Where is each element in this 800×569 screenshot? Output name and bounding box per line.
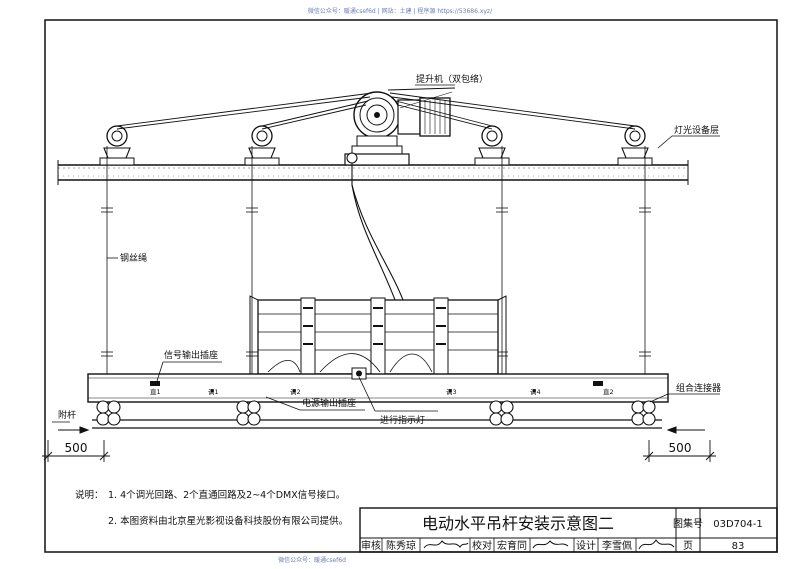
- watermark-top: 微信公众号：暖通csef6d | 网站：土建 | 程序源 https://536…: [308, 7, 493, 15]
- page-label: 页: [683, 540, 693, 552]
- pulley-3: [474, 125, 510, 166]
- pipe-channel-marks: 直1 调1 调2 调3 调4 直2: [150, 387, 614, 396]
- hoist-label: 提升机（双包络）: [416, 73, 488, 85]
- luminaire-rack: [249, 295, 507, 379]
- dimension-right: [643, 440, 716, 462]
- wire-rope-label: 钢丝绳: [120, 252, 147, 264]
- signal-socket-label: 信号输出插座: [164, 349, 218, 361]
- watermark-bottom: 微信公众号：暖通csef6d: [278, 556, 346, 564]
- atlas-label: 图集号: [673, 517, 703, 530]
- wire-ropes: [101, 146, 651, 390]
- notes-heading: 说明：: [75, 489, 104, 501]
- signature-marks: [423, 539, 675, 550]
- page-number: 83: [732, 541, 745, 552]
- indicator-label: 进行指示灯: [380, 414, 425, 426]
- checker-name: 宏育同: [497, 539, 527, 552]
- dimension-left: [42, 440, 110, 462]
- drawing-title: 电动水平吊杆安装示意图二: [422, 514, 614, 533]
- note-line-1: 1. 4个调光回路、2个直通回路及2~4个DMX信号接口。: [108, 489, 345, 501]
- dimension-right-value: 500: [669, 441, 692, 455]
- rod-end-arrows: [58, 426, 705, 434]
- pulley-4: [617, 125, 653, 166]
- power-socket-label: 电源输出插座: [302, 397, 356, 409]
- pulley-1: [99, 125, 135, 166]
- review-label: 审核: [361, 539, 381, 552]
- cable-runs: [116, 92, 636, 130]
- check-label: 校对: [472, 539, 492, 552]
- design-label: 设计: [576, 539, 596, 552]
- electric-pipe: [87, 367, 669, 403]
- reviewer-name: 陈秀琼: [386, 539, 416, 552]
- dimension-left-value: 500: [65, 441, 88, 455]
- title-block: [359, 507, 778, 553]
- rod-label: 附杆: [58, 409, 76, 421]
- pipe-mark-6: 直2: [603, 387, 614, 396]
- pulley-2: [244, 125, 280, 166]
- connector-label: 组合连接器: [676, 382, 721, 394]
- light-layer-label: 灯光设备层: [674, 124, 719, 136]
- designer-name: 李雪佩: [602, 539, 632, 552]
- note-line-2: 2. 本图资料由北京星光影视设备科技股份有限公司提供。: [108, 515, 348, 527]
- callouts: [52, 84, 720, 423]
- pipe-mark-1: 直1: [150, 387, 161, 396]
- accessory-rod: [92, 400, 662, 429]
- atlas-number: 03D704-1: [713, 519, 762, 530]
